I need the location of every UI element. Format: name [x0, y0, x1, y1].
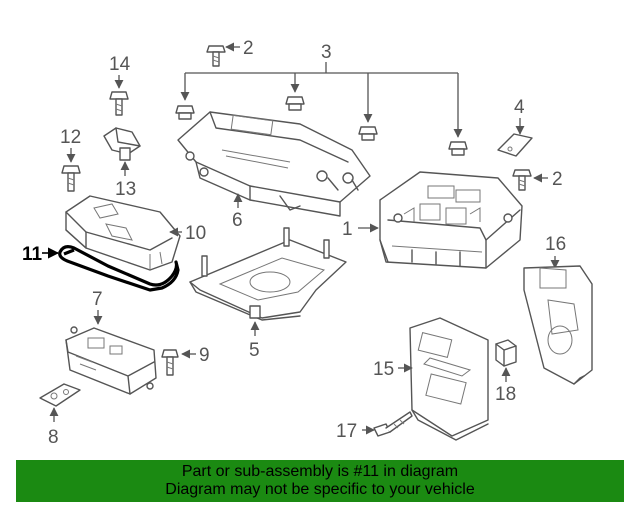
notice-banner: Part or sub-assembly is #11 in diagram D…	[16, 460, 624, 502]
control-module-part-15	[409, 317, 489, 441]
bolt-part-9	[161, 349, 179, 376]
callout-14: 14	[109, 54, 131, 75]
callout-15: 15	[373, 359, 394, 380]
cover-part-10	[65, 195, 181, 271]
callout-13: 13	[115, 179, 136, 200]
bolt-part-12	[61, 165, 81, 192]
tray-part-5	[189, 227, 347, 336]
block-part-18	[495, 339, 517, 367]
bolt-part-14	[109, 91, 129, 116]
banner-line-1: Part or sub-assembly is #11 in diagram	[181, 463, 459, 480]
callout-16: 16	[545, 234, 566, 255]
nut-part-3-b	[285, 96, 305, 111]
label-plate-part-4	[497, 133, 533, 157]
nut-part-3-a	[175, 105, 195, 120]
callout-6: 6	[232, 210, 243, 231]
cover-plate-part-16	[523, 265, 593, 385]
callout-4: 4	[514, 97, 525, 118]
callout-5: 5	[249, 340, 260, 361]
bracket-leader-3	[180, 62, 463, 138]
power-module-part-6	[177, 111, 371, 217]
bolt-part-2-right	[512, 169, 532, 191]
nut-part-3-c	[358, 126, 378, 141]
gasket-part-11	[58, 245, 180, 292]
module-part-7	[65, 326, 157, 395]
parts-diagram: 2 3 6 4	[22, 38, 593, 448]
nut-part-3-d	[448, 141, 468, 156]
banner-line-2: Diagram may not be specific to your vehi…	[165, 481, 475, 498]
callout-8: 8	[48, 427, 59, 448]
callout-3: 3	[321, 42, 332, 63]
sensor-part-13	[103, 127, 141, 161]
callout-10: 10	[185, 223, 206, 244]
callout-17: 17	[336, 421, 357, 442]
callout-18: 18	[495, 384, 516, 405]
callout-11: 11	[22, 244, 43, 265]
callout-1: 1	[342, 219, 353, 240]
inverter-module-part-1	[379, 171, 523, 269]
bolt-part-2-top	[206, 45, 226, 67]
callout-9: 9	[199, 345, 210, 366]
bolt-part-17	[373, 411, 413, 437]
callout-7: 7	[92, 289, 103, 310]
callout-2-right: 2	[552, 169, 563, 190]
callout-12: 12	[60, 127, 81, 148]
callout-2-top: 2	[243, 38, 254, 59]
bracket-part-8	[39, 383, 81, 407]
